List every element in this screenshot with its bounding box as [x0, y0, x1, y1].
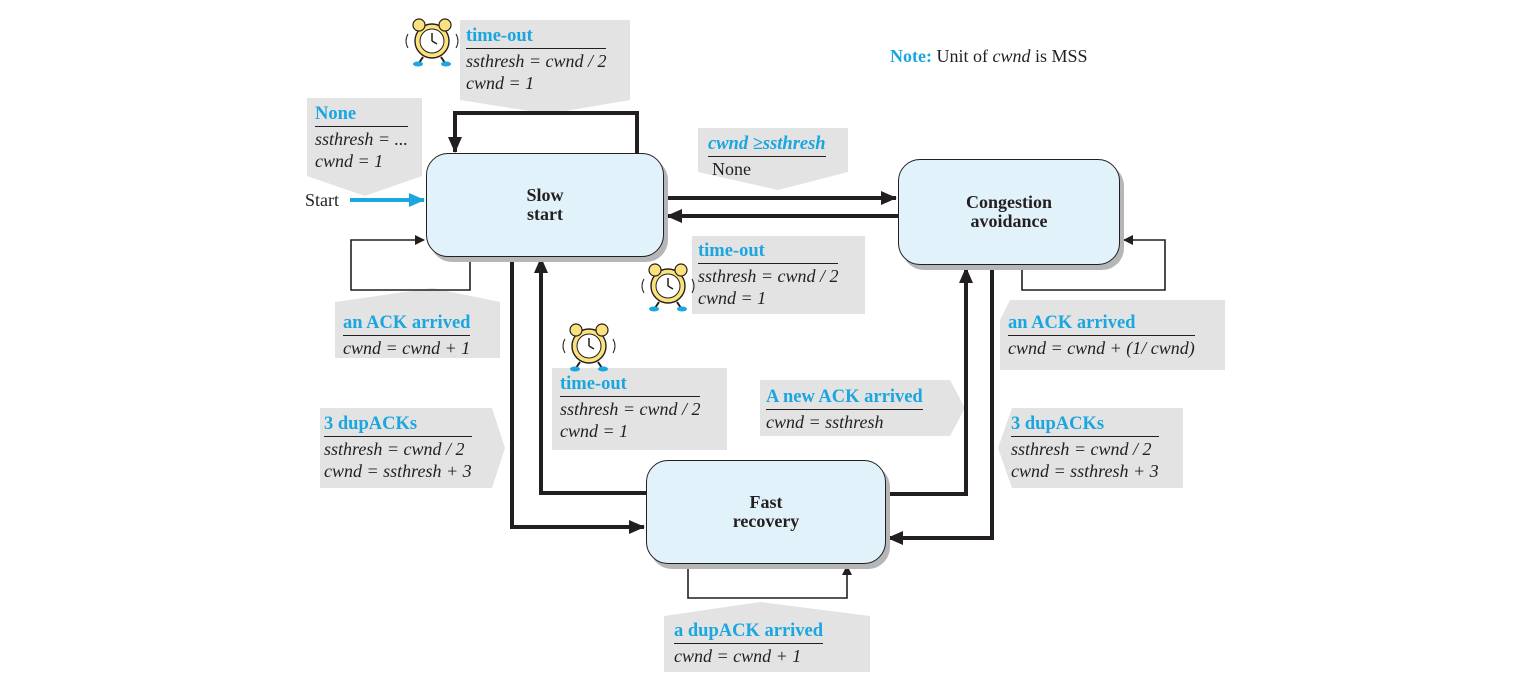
action-text: cwnd = cwnd + 1	[343, 338, 471, 358]
trigger-text: 3 dupACKs	[1011, 413, 1159, 437]
label-bg-ca-timeout	[692, 236, 865, 314]
action-text: ssthresh = cwnd / 2	[324, 439, 465, 459]
trigger-text: 3 dupACKs	[324, 413, 472, 437]
label-bg-fr-timeout	[552, 368, 727, 450]
label-bg-ss-ack	[335, 288, 500, 358]
alarm-clock-icon	[641, 263, 695, 312]
trigger-text: A new ACK arrived	[766, 386, 923, 410]
action-text: cwnd = 1	[560, 421, 629, 441]
state-fast-recovery: Fast recovery	[646, 460, 886, 564]
fr-to-ss-arrow	[534, 257, 646, 495]
trigger-text: an ACK arrived	[1008, 312, 1195, 336]
trigger-text: time-out	[466, 25, 607, 49]
ss-timeout-loop	[448, 111, 639, 153]
action-text: ssthresh = ...	[315, 129, 408, 149]
fr-dupack-loop	[687, 564, 852, 599]
label-ss-timeout: time-out ssthresh = cwnd / 2 cwnd = 1	[458, 21, 614, 99]
note-label: Note:	[890, 46, 932, 66]
action-text: cwnd = 1	[315, 151, 384, 171]
label-ss-dup: 3 dupACKs ssthresh = cwnd / 2 cwnd = sst…	[316, 409, 480, 487]
ca-ack-loop	[1021, 235, 1166, 291]
action-text: ssthresh = cwnd / 2	[560, 399, 701, 419]
action-text: None	[712, 159, 751, 179]
label-fr-timeout: time-out ssthresh = cwnd / 2 cwnd = 1	[552, 369, 708, 447]
trigger-text: cwnd ≥ssthresh	[708, 133, 826, 157]
action-text: ssthresh = cwnd / 2	[698, 266, 839, 286]
label-ss-ack: an ACK arrived cwnd = cwnd + 1	[335, 308, 478, 364]
ca-to-fr-arrow	[887, 266, 994, 545]
trigger-text: an ACK arrived	[343, 312, 471, 336]
start-label: Start	[305, 190, 339, 210]
label-fr-dupack: a dupACK arrived cwnd = cwnd + 1	[666, 616, 831, 672]
trigger-text: time-out	[560, 373, 701, 397]
label-initial: None ssthresh = ... cwnd = 1	[307, 99, 416, 177]
action-text: cwnd = ssthresh + 3	[324, 461, 472, 481]
action-text: cwnd = cwnd + 1	[674, 646, 802, 666]
action-text: cwnd = ssthresh	[766, 412, 884, 432]
trigger-text: a dupACK arrived	[674, 620, 824, 644]
label-bg-fr-newack	[760, 380, 965, 436]
action-text: cwnd = 1	[466, 73, 535, 93]
label-bg-ss-timeout	[460, 20, 630, 114]
ss-ack-loop	[350, 235, 471, 291]
label-bg-ss-to-ca	[698, 128, 848, 190]
alarm-clock-icon	[562, 323, 616, 372]
label-bg-ca-dup	[998, 408, 1183, 488]
alarm-clock-icon	[405, 18, 459, 67]
label-bg-ss-dup	[320, 408, 505, 488]
fr-to-ca-arrow	[886, 267, 973, 496]
label-fr-newack: A new ACK arrived cwnd = ssthresh	[758, 382, 931, 438]
label-ss-to-ca: cwnd ≥ssthresh None	[700, 129, 834, 185]
action-text: cwnd = cwnd + (1/ cwnd)	[1008, 338, 1195, 358]
action-text: cwnd = ssthresh + 3	[1011, 461, 1159, 481]
note-pre: Unit of	[936, 46, 988, 66]
action-text: cwnd = 1	[698, 288, 767, 308]
state-slow-start: Slow start	[426, 153, 664, 257]
label-ca-timeout: time-out ssthresh = cwnd / 2 cwnd = 1	[690, 236, 846, 314]
unit-note: Note: Unit of cwnd is MSS	[890, 46, 1088, 67]
note-post: is MSS	[1034, 46, 1088, 66]
trigger-text: time-out	[698, 240, 839, 264]
state-congestion-avoidance: Congestion avoidance	[898, 159, 1120, 265]
ss-to-fr-arrow	[510, 258, 645, 534]
label-ca-dup: 3 dupACKs ssthresh = cwnd / 2 cwnd = sst…	[1003, 409, 1167, 487]
action-text: ssthresh = cwnd / 2	[466, 51, 607, 71]
label-bg-fr-dupack	[664, 602, 870, 672]
trigger-text: None	[315, 103, 408, 127]
note-unit-var: cwnd	[992, 46, 1031, 66]
label-bg-initial	[307, 98, 422, 196]
label-ca-ack: an ACK arrived cwnd = cwnd + (1/ cwnd)	[1000, 308, 1203, 364]
action-text: ssthresh = cwnd / 2	[1011, 439, 1152, 459]
